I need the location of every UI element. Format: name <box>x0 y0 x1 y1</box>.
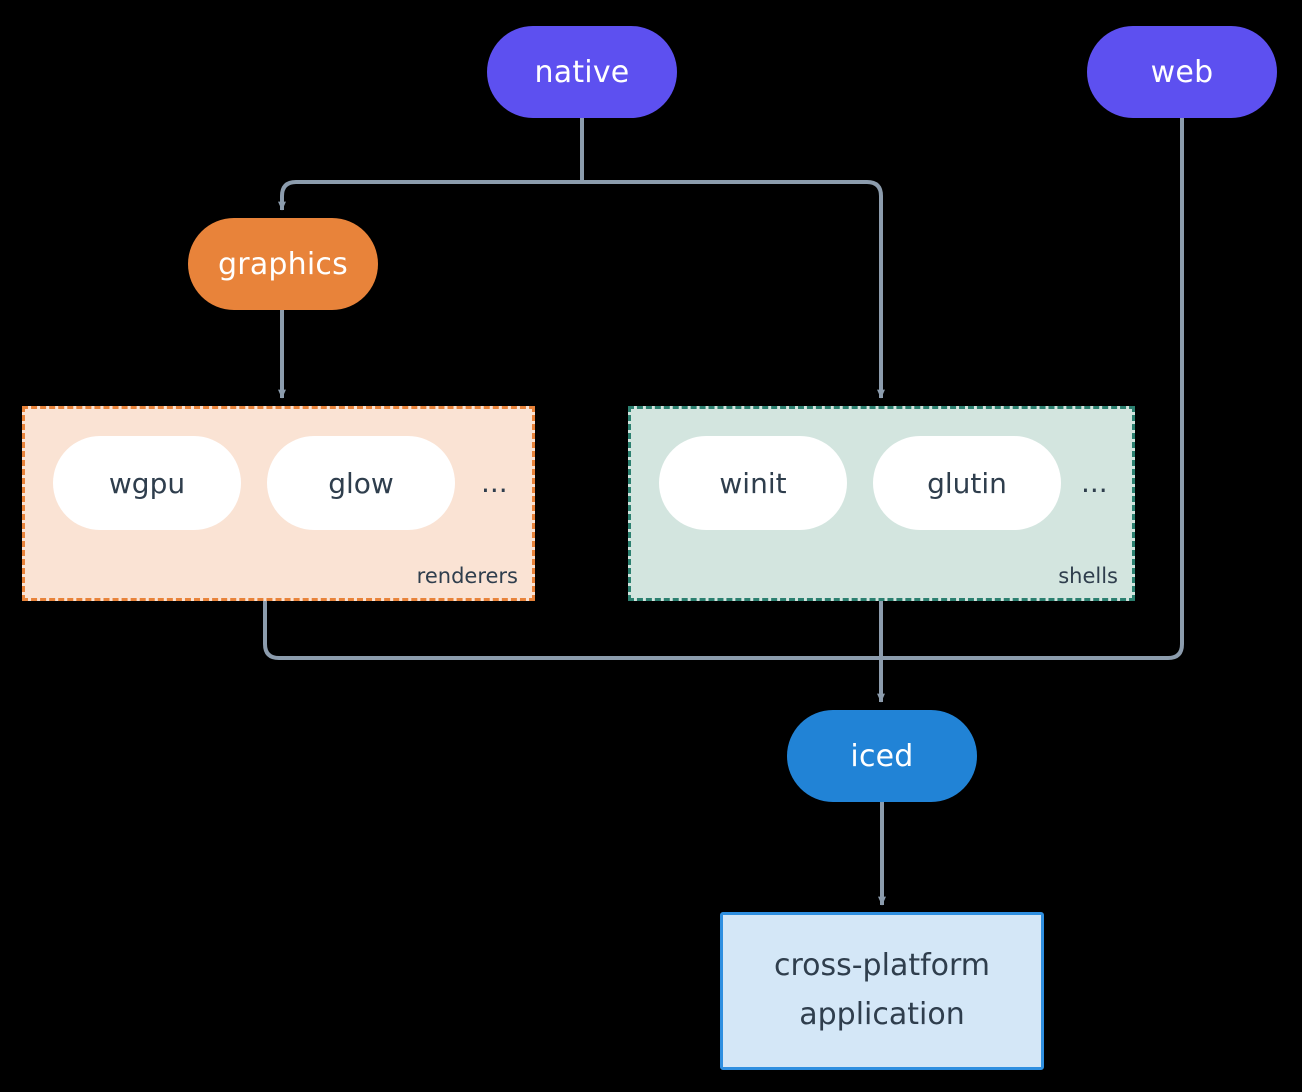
leaf-winit-label: winit <box>719 466 787 500</box>
cluster-renderers: wgpu glow ... renderers <box>22 406 535 601</box>
edge-native-to-graphics <box>278 180 582 211</box>
node-native-label: native <box>534 54 630 90</box>
node-native[interactable]: native <box>487 26 677 118</box>
cluster-renderers-label: renderers <box>416 564 518 588</box>
leaf-glow-label: glow <box>328 466 394 500</box>
node-graphics-label: graphics <box>218 246 348 282</box>
node-iced[interactable]: iced <box>787 710 977 802</box>
leaf-wgpu[interactable]: wgpu <box>53 436 241 530</box>
node-graphics[interactable]: graphics <box>188 218 378 310</box>
node-cross-platform-application[interactable]: cross-platform application <box>720 912 1044 1070</box>
node-iced-label: iced <box>850 738 914 774</box>
renderers-overflow-ellipsis: ... <box>481 466 508 499</box>
application-label-line1: cross-platform <box>773 948 991 984</box>
edge-native-to-shells <box>582 180 885 399</box>
application-label-line2: application <box>799 997 965 1032</box>
leaf-glutin-label: glutin <box>927 466 1007 500</box>
leaf-glow[interactable]: glow <box>267 436 455 530</box>
leaf-glutin[interactable]: glutin <box>873 436 1061 530</box>
cluster-shells: winit glutin ... shells <box>628 406 1135 601</box>
leaf-wgpu-label: wgpu <box>108 466 186 500</box>
node-web[interactable]: web <box>1087 26 1277 118</box>
shells-overflow-ellipsis: ... <box>1081 466 1108 499</box>
cluster-shells-label: shells <box>1058 564 1118 588</box>
edge-renderers-to-iced <box>263 601 881 660</box>
node-web-label: web <box>1150 54 1214 90</box>
leaf-winit[interactable]: winit <box>659 436 847 530</box>
